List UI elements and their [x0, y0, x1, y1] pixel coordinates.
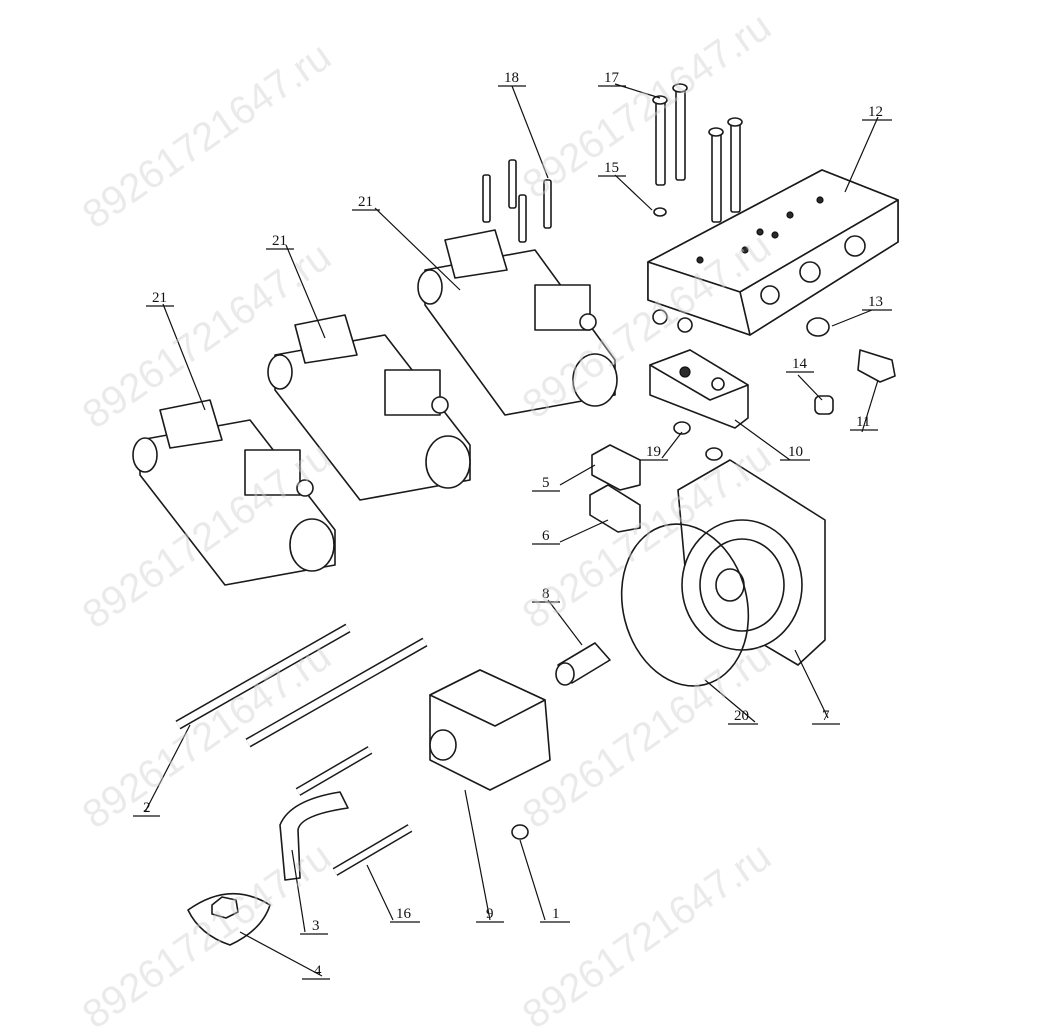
callout-21-lower: 21	[152, 290, 167, 306]
fitting-adapter	[857, 349, 896, 383]
solenoid-valve-2	[267, 314, 471, 501]
callout-8: 8	[542, 586, 550, 602]
callout-10: 10	[788, 444, 803, 460]
callout-13: 13	[868, 294, 883, 310]
grease-nipple	[511, 824, 529, 840]
callout-4: 4	[314, 963, 322, 979]
callout-7: 7	[822, 708, 830, 724]
callout-15: 15	[604, 160, 619, 176]
short-bolts	[482, 159, 552, 243]
callout-21-middle: 21	[272, 233, 287, 249]
washer-top-flange	[705, 447, 723, 461]
callout-2: 2	[143, 800, 151, 816]
solenoid-valve-3	[417, 229, 618, 416]
small-washer	[653, 207, 667, 217]
callout-6: 6	[542, 528, 550, 544]
solenoid-valve-1	[132, 399, 336, 586]
callout-11: 11	[856, 414, 870, 430]
callout-12: 12	[868, 104, 883, 120]
washer-19	[673, 421, 691, 435]
callout-14: 14	[792, 356, 808, 372]
watermark: 89261721647.ru	[75, 34, 339, 237]
callout-3: 3	[312, 918, 320, 934]
hex-bolt-5	[591, 444, 641, 491]
hex-bolt-6	[589, 484, 641, 533]
flange-plate	[677, 459, 826, 666]
watermark: 89261721647.ru	[515, 634, 779, 837]
leader-lines	[144, 83, 879, 977]
callout-20: 20	[734, 708, 749, 724]
callout-9: 9	[486, 906, 494, 922]
callout-1: 1	[552, 906, 560, 922]
callout-17: 17	[604, 70, 620, 86]
callout-5: 5	[542, 475, 550, 491]
callout-16: 16	[396, 906, 412, 922]
watermark: 89261721647.ru	[75, 834, 339, 1033]
watermark: 89261721647.ru	[515, 834, 779, 1033]
callout-18: 18	[504, 70, 519, 86]
elbow-pipe	[279, 791, 349, 881]
manifold-block	[647, 169, 899, 336]
rods	[175, 623, 428, 748]
cap-nut	[187, 892, 271, 946]
long-cap-bolts	[295, 746, 413, 876]
large-o-ring	[620, 523, 750, 687]
callout-labels: 1 2 3 4 5 6 7 8 9 10 11 12 13 14 15 16 1…	[133, 70, 892, 980]
long-bolts	[652, 83, 743, 223]
gear-pump	[429, 669, 551, 791]
small-manifold-block	[649, 349, 749, 429]
coupling-sleeve	[555, 642, 611, 686]
plug	[814, 395, 834, 415]
callout-19: 19	[646, 444, 661, 460]
o-ring-seal	[806, 317, 830, 337]
callout-21-upper: 21	[358, 194, 373, 210]
